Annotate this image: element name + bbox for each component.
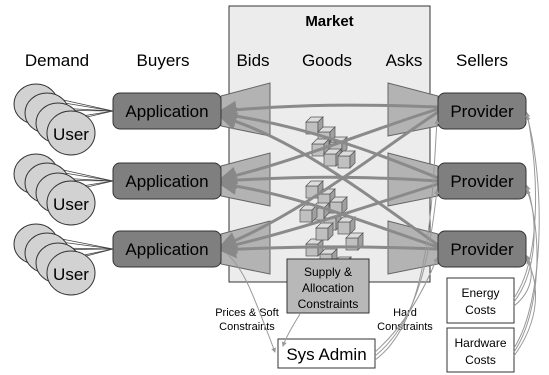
goods-cube (323, 153, 337, 167)
hardware-costs-box (446, 327, 515, 373)
cost-arrow (513, 189, 538, 353)
provider-box (437, 92, 527, 130)
application-label: Application (125, 172, 208, 191)
user-label: User (53, 195, 89, 214)
energy-costs-label: Costs (465, 303, 496, 317)
application-label: Application (125, 240, 208, 259)
hardware-costs-label: Hardware (454, 336, 506, 350)
flow-arrow (218, 171, 439, 190)
cost-arrow (513, 112, 537, 299)
constraints-line: Allocation (302, 281, 354, 295)
prices-soft-label: Constraints (219, 321, 275, 333)
buyers-header: Buyers (137, 51, 190, 70)
application-label: Application (125, 102, 208, 121)
goods-cube (337, 221, 351, 235)
market-title: Market (305, 13, 353, 30)
constraints-line: Supply & (304, 265, 352, 279)
application-box (112, 92, 222, 130)
user-circle (46, 180, 96, 226)
hard-label: Hard (393, 307, 417, 319)
cost-arrow (513, 115, 540, 349)
user-label: User (53, 125, 89, 144)
constraints-line: Constraints (298, 297, 359, 311)
application-box (112, 230, 222, 268)
provider-box (437, 162, 527, 200)
energy-costs-box (446, 277, 515, 324)
flow-arrow (218, 107, 439, 180)
provider-box (437, 230, 527, 268)
flow-arrow (218, 240, 439, 259)
bids-header: Bids (236, 51, 269, 70)
flow-arrow (218, 110, 439, 250)
hard-label: Constraints (377, 321, 433, 333)
user-group-3: User (13, 223, 114, 296)
goods-cube-side (327, 222, 334, 241)
control-arrows (227, 112, 540, 361)
goods-cube (315, 227, 329, 241)
user-circle (46, 110, 96, 156)
user-circle (46, 250, 96, 296)
sys-admin-label: Sys Admin (286, 345, 366, 364)
flow-arrows (218, 100, 439, 259)
constraints-box (286, 258, 370, 314)
provider-label: Provider (450, 102, 514, 121)
user-group-2: User (13, 153, 114, 226)
asks-header: Asks (386, 51, 423, 70)
hard-constraint-arrow (374, 189, 440, 357)
cost-arrow (513, 185, 535, 303)
goods-header: Goods (302, 51, 352, 70)
flow-arrow (218, 182, 439, 254)
soft-constraint-arrow (227, 254, 276, 353)
sellers-header: Sellers (456, 51, 508, 70)
allocation-arrow (281, 313, 301, 347)
goods-cube-side (341, 196, 348, 215)
flow-arrow (218, 100, 439, 119)
prices-soft-label: Prices & Soft (215, 307, 279, 319)
flow-arrow (218, 177, 439, 249)
provider-label: Provider (450, 172, 514, 191)
user-group-1: User (13, 83, 114, 156)
goods-cube-side (349, 150, 356, 169)
flow-arrow (218, 107, 439, 185)
cost-arrow (513, 259, 536, 357)
sys-admin-box (277, 338, 376, 369)
application-box (112, 162, 222, 200)
goods-cube (299, 209, 313, 223)
provider-label: Provider (450, 240, 514, 259)
energy-costs-label: Energy (461, 286, 499, 300)
demand-header: Demand (25, 51, 89, 70)
hardware-costs-label: Costs (465, 353, 496, 367)
hard-constraint-arrow (374, 119, 440, 361)
user-label: User (53, 265, 89, 284)
goods-cube (337, 155, 351, 169)
flow-arrow (218, 112, 439, 247)
